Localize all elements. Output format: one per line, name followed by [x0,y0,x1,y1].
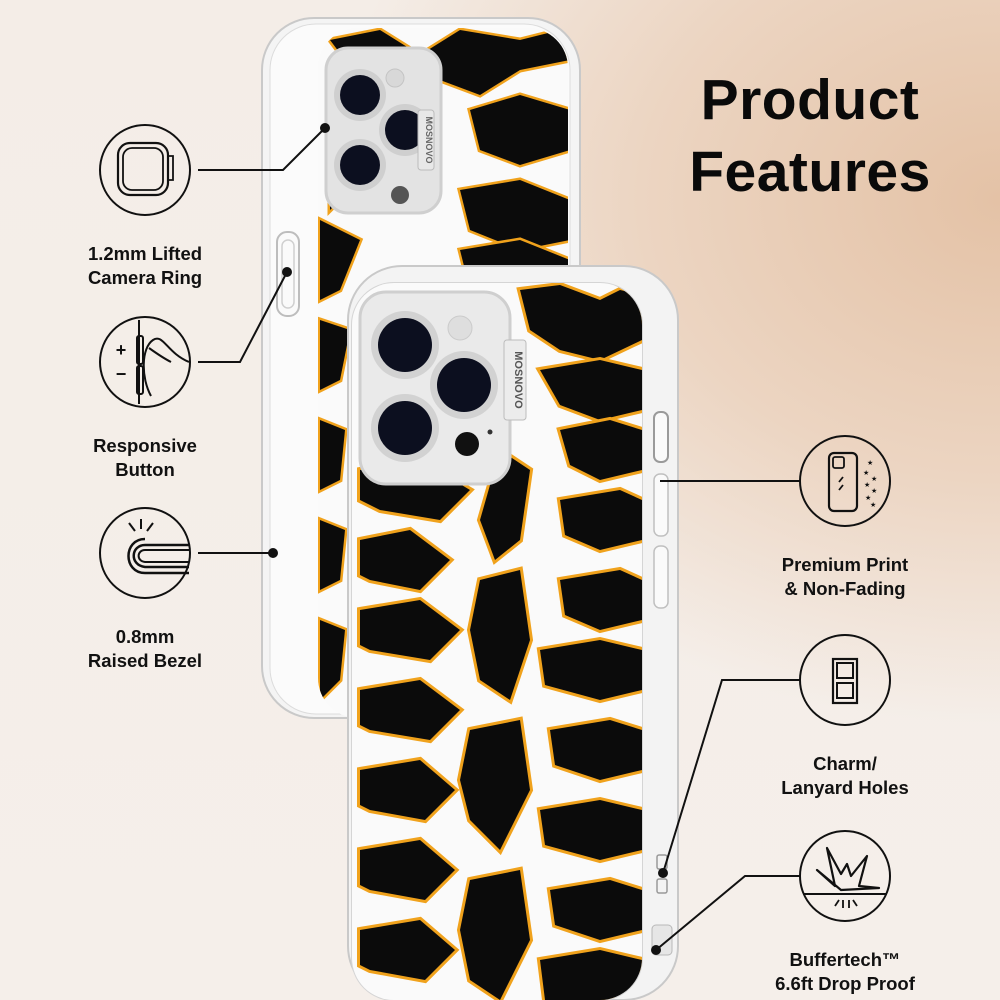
svg-text:★: ★ [864,481,870,489]
drop-proof-icon [803,846,887,908]
raised-bezel-icon [127,519,189,575]
title-line-2: Features [689,140,931,204]
svg-text:+: + [116,340,127,360]
feature-premium-print: ★★★ ★★★★ Premium Print & Non-Fading [735,435,955,601]
svg-text:★: ★ [863,469,869,477]
feature-responsive-button: + − Responsive Button [35,316,255,482]
feature-camera-ring: 1.2mm Lifted Camera Ring [35,124,255,290]
svg-text:MOSNOVO: MOSNOVO [424,116,434,163]
svg-text:★: ★ [870,501,876,509]
svg-text:★: ★ [865,494,871,502]
page-title: Product Features [660,64,960,208]
feature-raised-bezel: 0.8mm Raised Bezel [35,507,255,673]
svg-text:★: ★ [871,487,877,495]
camera-ring-icon [116,141,174,197]
lanyard-holes-icon [831,657,859,705]
feature-lanyard-holes: Charm/ Lanyard Holes [735,634,955,800]
svg-text:−: − [116,364,127,384]
svg-text:★: ★ [871,475,877,483]
leader-dots [268,123,668,955]
premium-print-icon: ★★★ ★★★★ [827,451,877,513]
leader-lines [198,127,800,951]
svg-text:★: ★ [867,459,873,467]
front-phone-case: MOSNOVO [347,265,679,1000]
title-line-1: Product [700,68,920,132]
svg-text:MOSNOVO: MOSNOVO [512,351,524,409]
feature-drop-proof: Buffertech™ 6.6ft Drop Proof [735,830,955,996]
responsive-button-icon: + − [116,320,189,404]
